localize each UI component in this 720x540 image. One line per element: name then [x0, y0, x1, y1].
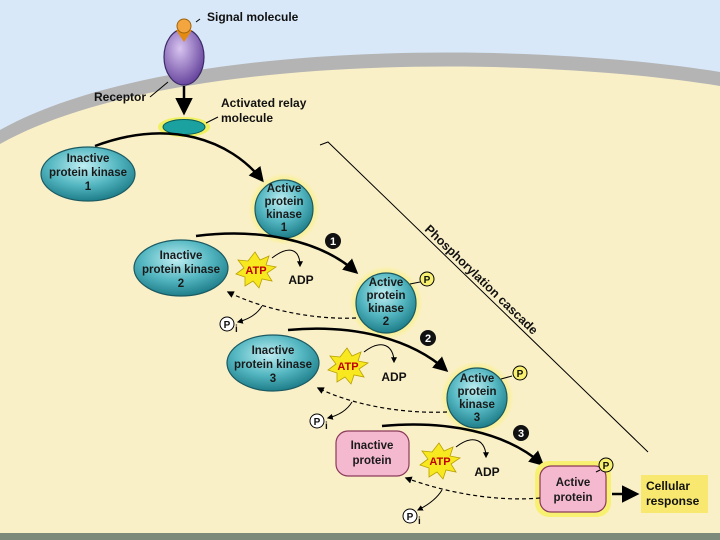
inactive-kinase-2-line1: Inactive	[160, 250, 203, 262]
step-1-number: 1	[330, 236, 336, 248]
cellular-response-box	[641, 475, 708, 513]
active-kinase-3-line1: Active	[460, 373, 495, 385]
relay-molecule	[162, 119, 206, 135]
phosphate-bond-2	[409, 281, 421, 285]
relay-label-1: Activated relay	[221, 96, 307, 110]
phosphate-protein	[598, 457, 614, 473]
cascade-bracket	[319, 141, 649, 453]
phosphate-bond-protein	[595, 469, 601, 473]
inactive-kinase-3-line2: protein kinase	[234, 359, 312, 371]
pi-release-arrow-3	[416, 489, 443, 511]
inactive-kinase-2-line3: 2	[178, 278, 184, 290]
pi-3-sub: i	[418, 516, 421, 527]
atp-label-3: ATP	[429, 456, 450, 468]
active-protein-line1: Active	[556, 477, 591, 489]
activation-arrow-1	[94, 132, 264, 183]
active-kinase-3-line2: protein	[458, 386, 497, 398]
active-kinase-2-line2: protein	[367, 290, 406, 302]
inactive-kinase-1-line1: Inactive	[67, 153, 110, 165]
relay-label-2: molecule	[221, 111, 273, 125]
inactive-kinase-1: Inactive protein kinase 1	[40, 146, 136, 202]
active-protein-line2: protein	[554, 492, 593, 504]
dephosphorylation-arrow-3	[404, 476, 541, 500]
receptor-label: Receptor	[94, 90, 146, 104]
inactive-kinase-2: Inactive protein kinase 2	[133, 239, 229, 297]
signal-molecule	[176, 18, 192, 34]
activation-arrow-4	[381, 423, 545, 466]
pi-release-arrow-1	[236, 305, 263, 324]
step-3-number: 3	[518, 428, 524, 440]
active-kinase-3-line4: 3	[474, 412, 480, 424]
pi-1-label: P	[224, 320, 231, 331]
step-2-badge	[420, 330, 436, 346]
phosphate-k3-label: P	[517, 369, 524, 380]
active-kinase-1-line4: 1	[281, 222, 288, 234]
active-protein: Active protein	[535, 461, 611, 517]
activation-arrow-2	[195, 232, 359, 274]
pi-2-label: P	[314, 417, 321, 428]
atp-burst-3: ATP	[419, 442, 462, 480]
active-kinase-2-line3: kinase	[368, 303, 404, 315]
inactive-kinase-2-line2: protein kinase	[142, 264, 220, 276]
cellular-response-line2: response	[646, 494, 700, 508]
bottom-border	[0, 533, 720, 540]
inactive-protein-line2: protein	[353, 455, 392, 467]
adp-label-1: ADP	[288, 273, 313, 287]
dephosphorylation-arrow-2	[316, 387, 448, 413]
active-kinase-2-line1: Active	[369, 277, 404, 289]
active-kinase-1-line3: kinase	[266, 209, 302, 221]
step-1-badge	[325, 233, 341, 249]
inactive-kinase-3-line3: 3	[270, 373, 276, 385]
phosphate-k2	[419, 271, 435, 287]
phosphate-protein-label: P	[603, 461, 610, 472]
pi-release-arrow-2	[326, 401, 353, 420]
step-2-number: 2	[425, 333, 431, 345]
relay-leader	[205, 116, 219, 124]
active-kinase-1-line1: Active	[267, 183, 302, 195]
inactive-kinase-1-line3: 1	[85, 181, 92, 193]
inactive-kinase-3: Inactive protein kinase 3	[226, 334, 320, 392]
atp-burst-2: ATP	[327, 347, 370, 385]
phosphate-bond-3	[500, 375, 513, 380]
active-kinase-2-line4: 2	[383, 316, 389, 328]
active-kinase-1: Active protein kinase 1	[248, 173, 320, 245]
cellular-response-line1: Cellular	[646, 479, 690, 493]
atp-to-adp-arrow-2	[363, 344, 397, 364]
active-kinase-3-line3: kinase	[459, 399, 495, 411]
activation-arrow-3	[287, 327, 449, 372]
dephosphorylation-arrow-1	[226, 291, 357, 319]
active-kinase-3: Active protein kinase 3	[440, 361, 514, 435]
inactive-kinase-1-line2: protein kinase	[49, 167, 127, 179]
atp-label-2: ATP	[337, 361, 358, 373]
signal-leader	[195, 18, 201, 23]
inactive-protein-line1: Inactive	[351, 440, 394, 452]
receptor-leader	[149, 81, 169, 98]
inactive-protein: Inactive protein	[335, 430, 410, 477]
adp-label-2: ADP	[381, 370, 406, 384]
signal-molecule-label: Signal molecule	[207, 10, 299, 24]
atp-to-adp-arrow-1	[271, 249, 303, 268]
phosphate-inorganic-3	[402, 508, 418, 524]
atp-to-adp-arrow-3	[455, 439, 489, 459]
active-kinase-2: Active protein kinase 2	[349, 266, 423, 340]
phosphate-inorganic-1	[219, 316, 235, 332]
atp-label-1: ATP	[245, 265, 266, 277]
step-3-badge	[513, 425, 529, 441]
phosphate-k3	[512, 365, 528, 381]
adp-label-3: ADP	[474, 465, 499, 479]
pi-3-label: P	[407, 512, 414, 523]
pi-1-sub: i	[235, 324, 238, 335]
pi-2-sub: i	[325, 421, 328, 432]
active-kinase-1-line2: protein	[265, 196, 304, 208]
phosphate-k2-label: P	[424, 275, 431, 286]
phosphate-inorganic-2	[309, 413, 325, 429]
inactive-kinase-3-line1: Inactive	[252, 345, 295, 357]
atp-burst-1: ATP	[235, 251, 278, 289]
signal-molecule-base	[176, 30, 192, 42]
